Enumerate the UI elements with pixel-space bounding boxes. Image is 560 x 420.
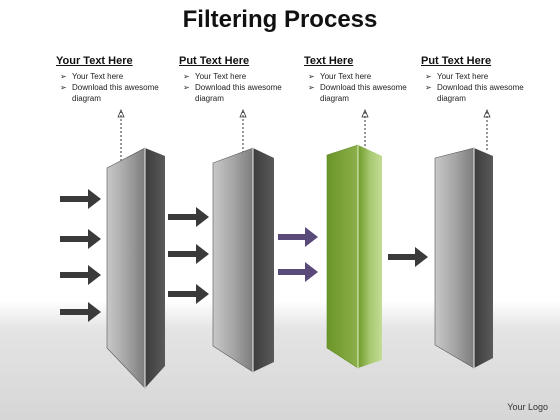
bullet-text: Download this awesome diagram	[72, 83, 159, 103]
filter-panel	[106, 147, 165, 389]
bullet-text: Download this awesome diagram	[195, 83, 282, 103]
connector-arrowhead-icon	[239, 108, 247, 118]
connector-arrowhead-icon	[483, 108, 491, 118]
arrow-bullet-icon: ➢	[308, 83, 315, 92]
column-2: Put Text Here ➢ Your Text here ➢ Download …	[179, 55, 299, 104]
connector-arrowhead-icon	[361, 108, 369, 118]
arrow-bullet-icon: ➢	[183, 83, 190, 92]
bullet-list: ➢ Your Text here ➢ Download this awesome d…	[56, 71, 176, 104]
column-heading: Put Text Here	[421, 55, 492, 67]
arrow-bullet-icon: ➢	[60, 83, 67, 92]
filter-panel-highlighted	[326, 144, 382, 369]
logo-text: Your Logo	[507, 402, 548, 412]
bullet-text: Your Text here	[320, 72, 372, 81]
arrow-icon	[168, 284, 209, 304]
column-heading: Put Text Here	[179, 55, 250, 67]
bullet-item: ➢ Your Text here	[304, 71, 424, 82]
bullet-text: Your Text here	[437, 72, 489, 81]
bullet-item: ➢ Download this awesome diagram	[421, 82, 541, 104]
arrow-bullet-icon: ➢	[425, 83, 432, 92]
arrow-icon	[60, 302, 101, 322]
column-heading: Text Here	[304, 55, 354, 67]
column-heading: Your Text Here	[56, 55, 133, 67]
arrow-icon	[168, 244, 209, 264]
arrow-icon	[60, 265, 101, 285]
arrow-bullet-icon: ➢	[60, 72, 67, 81]
arrow-bullet-icon: ➢	[308, 72, 315, 81]
bullet-text: Download this awesome diagram	[437, 83, 524, 103]
bullet-item: ➢ Download this awesome diagram	[56, 82, 176, 104]
bullet-list: ➢ Your Text here ➢ Download this awesome d…	[304, 71, 424, 104]
filter-panel	[212, 147, 274, 373]
bullet-text: Download this awesome diagram	[320, 83, 407, 103]
column-4: Put Text Here ➢ Your Text here ➢ Download …	[421, 55, 541, 104]
arrow-icon	[168, 207, 209, 227]
bullet-list: ➢ Your Text here ➢ Download this awesome d…	[179, 71, 299, 104]
arrow-icon	[60, 229, 101, 249]
bullet-item: ➢ Download this awesome diagram	[179, 82, 299, 104]
bullet-list: ➢ Your Text here ➢ Download this awesome d…	[421, 71, 541, 104]
arrow-icon	[60, 189, 101, 209]
page-title: Filtering Process	[182, 6, 378, 33]
bullet-item: ➢ Download this awesome diagram	[304, 82, 424, 104]
arrow-bullet-icon: ➢	[425, 72, 432, 81]
arrow-icon	[278, 262, 318, 282]
column-1: Your Text Here ➢ Your Text here ➢ Download…	[56, 55, 176, 104]
column-3: Text Here ➢ Your Text here ➢ Download this…	[304, 55, 424, 104]
arrow-icon	[278, 227, 318, 247]
bullet-text: Your Text here	[195, 72, 247, 81]
bullet-item: ➢ Your Text here	[421, 71, 541, 82]
bullet-item: ➢ Your Text here	[56, 71, 176, 82]
arrow-icon	[388, 247, 428, 267]
filter-panel	[434, 147, 493, 369]
connector-arrowhead-icon	[117, 108, 125, 118]
bullet-text: Your Text here	[72, 72, 124, 81]
arrow-bullet-icon: ➢	[183, 72, 190, 81]
bullet-item: ➢ Your Text here	[179, 71, 299, 82]
